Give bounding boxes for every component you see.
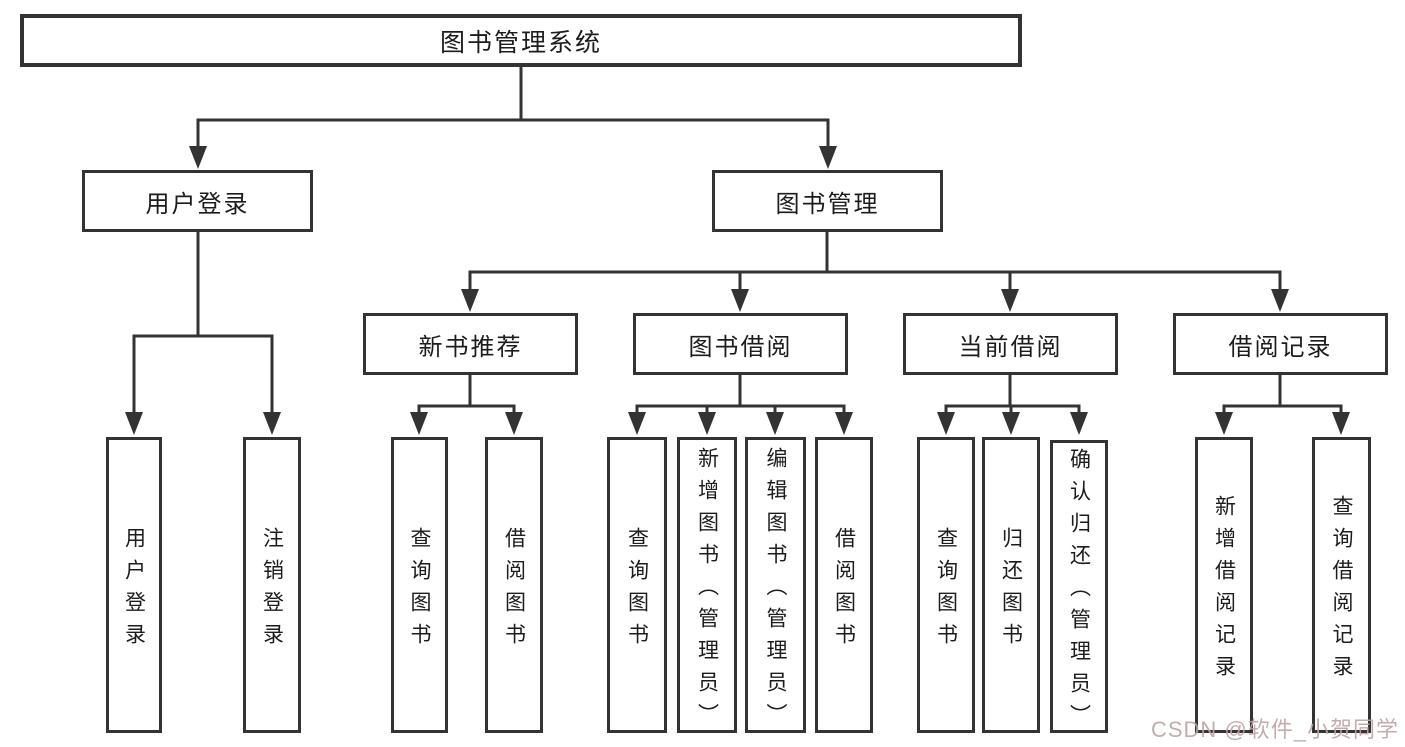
leaf-current-confirm-return-admin-label: 确认归还（管理员）: [1067, 448, 1091, 736]
leaf-current-return-books-label: 归还图书: [999, 526, 1023, 655]
node-book-management: 图书管理: [712, 170, 943, 232]
node-root-label: 图书管理系统: [439, 28, 602, 57]
leaf-borrowing-add-books-admin-label: 新增图书（管理员）: [695, 446, 719, 735]
node-borrow-records-label: 借阅记录: [1228, 333, 1333, 361]
leaf-borrowing-borrow-books: 借阅图书: [815, 437, 873, 733]
leaf-logout: 注销登录: [243, 437, 301, 733]
leaf-recommend-borrow-books-label: 借阅图书: [502, 526, 526, 655]
leaf-borrowing-add-books-admin: 新增图书（管理员）: [677, 437, 737, 735]
node-book-borrowing: 图书借阅: [633, 313, 848, 375]
leaf-current-query-books: 查询图书: [917, 437, 975, 733]
leaf-user-login: 用户登录: [106, 437, 162, 733]
leaf-records-add-record: 新增借阅记录: [1195, 437, 1253, 733]
leaf-recommend-query-books: 查询图书: [391, 437, 448, 733]
node-book-management-label: 图书管理: [775, 190, 880, 218]
leaf-borrowing-borrow-books-label: 借阅图书: [832, 526, 856, 655]
node-user-login-label: 用户登录: [145, 190, 250, 218]
leaf-user-login-label: 用户登录: [122, 526, 146, 655]
leaf-current-confirm-return-admin: 确认归还（管理员）: [1050, 440, 1108, 736]
leaf-borrowing-query-books: 查询图书: [607, 437, 667, 733]
leaf-records-add-record-label: 新增借阅记录: [1212, 494, 1236, 687]
node-current-borrowing-label: 当前借阅: [958, 333, 1063, 361]
leaf-borrowing-edit-books-admin-label: 编辑图书（管理员）: [764, 446, 787, 735]
node-borrow-records: 借阅记录: [1173, 313, 1388, 375]
leaf-current-query-books-label: 查询图书: [934, 526, 958, 655]
node-new-book-recommend: 新书推荐: [363, 313, 578, 375]
node-current-borrowing: 当前借阅: [903, 313, 1118, 375]
leaf-records-query-record-label: 查询借阅记录: [1330, 494, 1353, 687]
leaf-current-return-books: 归还图书: [982, 437, 1040, 733]
node-root: 图书管理系统: [20, 14, 1022, 67]
leaf-recommend-borrow-books: 借阅图书: [485, 437, 543, 733]
node-book-borrowing-label: 图书借阅: [688, 333, 793, 361]
watermark: CSDN @软件_小贺同学: [1150, 717, 1399, 742]
node-user-login: 用户登录: [82, 170, 313, 232]
leaf-borrowing-query-books-label: 查询图书: [625, 526, 649, 655]
leaf-records-query-record: 查询借阅记录: [1312, 437, 1371, 733]
leaf-borrowing-edit-books-admin: 编辑图书（管理员）: [745, 437, 806, 735]
leaf-recommend-query-books-label: 查询图书: [408, 526, 431, 655]
node-new-book-recommend-label: 新书推荐: [418, 333, 523, 361]
leaf-logout-label: 注销登录: [260, 526, 284, 655]
